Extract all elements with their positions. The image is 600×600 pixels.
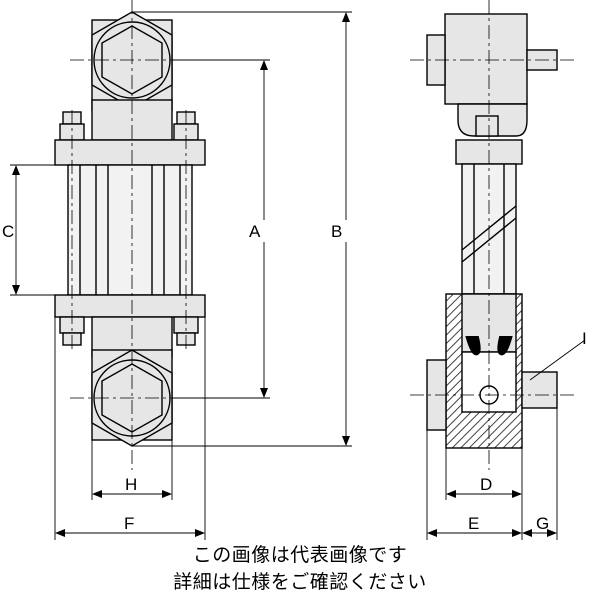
- front-view: [54, 11, 206, 447]
- side-outlet-stub: [521, 371, 558, 409]
- dim-label-g: G: [536, 514, 549, 533]
- dimension-labels: A B C H F D E G I: [2, 220, 587, 533]
- dim-label-e: E: [468, 514, 479, 533]
- side-bottom-section: [445, 293, 523, 449]
- dim-label-d: D: [480, 475, 492, 494]
- bottom-flange: [54, 294, 206, 318]
- dim-label-c: C: [2, 222, 14, 241]
- dim-label-b: B: [331, 222, 342, 241]
- representative-image-note: この画像は代表画像です: [192, 544, 408, 566]
- check-specifications-note: 詳細は仕様をご確認ください: [173, 571, 427, 593]
- dimension-arrows: [12, 12, 557, 537]
- dim-label-i: I: [582, 329, 587, 348]
- side-top-block: [444, 13, 528, 105]
- side-centerlines: [410, 0, 575, 470]
- bottom-bolt-right: [173, 316, 199, 346]
- side-top-bolt: [475, 115, 499, 137]
- dim-label-f: F: [124, 514, 134, 533]
- dim-label-h: H: [125, 475, 137, 494]
- glass-body: [67, 164, 193, 296]
- dim-label-a: A: [249, 222, 261, 241]
- top-flange: [54, 139, 206, 166]
- side-view: [426, 13, 558, 449]
